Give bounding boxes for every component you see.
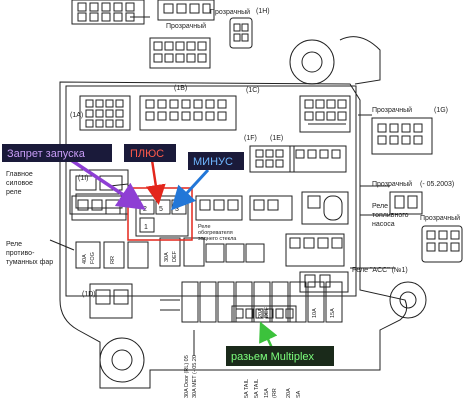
relay-fog <box>89 283 133 319</box>
label-rele-heat-2: обогревателя <box>198 230 233 236</box>
connector-1g <box>299 95 351 133</box>
label-rele-heat-1: Реле <box>198 224 211 230</box>
connector-1a <box>79 95 131 131</box>
fuse-rr: RR <box>110 256 116 264</box>
relay-fuel-pump <box>301 191 349 225</box>
label-glavnoe-3: реле <box>6 189 22 196</box>
fuse-def: DEF <box>172 250 178 262</box>
mounting-hole-top <box>289 39 335 85</box>
arrow-zapret <box>67 156 146 210</box>
fuse-20a: 20A <box>258 308 264 318</box>
fuse-box-outline <box>59 81 408 389</box>
label-code-1a: (1A) <box>70 112 83 119</box>
label-code-1h: (1H) <box>256 8 270 15</box>
connector-1g-external <box>371 117 433 155</box>
label-rele-fuel-2: топливного <box>372 212 409 219</box>
label-code-1e: (1E) <box>270 135 283 142</box>
connector-1j-external <box>421 225 463 263</box>
tag-minus-text: МИНУС <box>193 156 233 168</box>
label-rele-fog-3: туманных фар <box>6 259 53 266</box>
fuse-block-mid <box>159 237 265 267</box>
label-date-1h: (- 05.2003) <box>420 181 454 188</box>
fuse-40a: 40A <box>82 254 88 264</box>
fuse-15a: 15A <box>330 308 336 318</box>
connector-1h-top <box>229 17 253 49</box>
label-glavnoe-2: силовое <box>6 180 33 187</box>
relay-mid-2 <box>249 195 293 221</box>
tag-zapret: Запрет запуска <box>2 144 112 162</box>
tag-zapret-text: Запрет запуска <box>7 148 86 160</box>
label-rele-fuel-3: насоса <box>372 221 395 228</box>
label-code-1f: (1F) <box>244 135 257 142</box>
arrow-multiplex <box>259 321 278 349</box>
pin-3: 3 <box>175 206 179 213</box>
bottom-label-8: SA <box>296 390 302 398</box>
tag-multiplex-text: разьем Multiplex <box>231 351 315 363</box>
fuse-fog: FOG <box>90 252 96 264</box>
relay-mid-1 <box>195 195 243 221</box>
label-code-1g: (1G) <box>434 107 448 114</box>
bottom-label-2: 30A MET (- 05.20 <box>192 355 198 398</box>
fuse-30a: 30A <box>164 252 170 262</box>
connector-1h-external <box>389 191 423 215</box>
fuse-block-left <box>75 241 149 269</box>
bottom-label-5: 15A <box>264 388 270 398</box>
mounting-hole-bottom-left <box>99 337 145 383</box>
bottom-label-7: 20A <box>286 388 292 398</box>
tag-plus-text: ПЛЮС <box>130 148 164 160</box>
fuse-def2: DEF <box>264 306 270 318</box>
label-code-1c: (1C) <box>246 87 260 94</box>
arrow-minus <box>170 168 210 211</box>
connector-1b <box>149 37 211 69</box>
pin-5: 5 <box>159 206 163 213</box>
pin-1: 1 <box>144 224 148 231</box>
mounting-hole-right <box>389 281 427 319</box>
label-code-1i: (1I) <box>78 175 89 182</box>
tag-plus: ПЛЮС <box>124 144 176 162</box>
bottom-label-6: (RR <box>272 388 278 398</box>
label-proz-1g: Прозрачный <box>372 106 412 114</box>
label-code-1d: (1D) <box>82 291 96 298</box>
label-rele-fog-1: Реле <box>6 241 22 248</box>
top-connector-left <box>71 0 145 25</box>
fuse-10a: 10A <box>312 308 318 318</box>
pin-2: 2 <box>143 206 147 213</box>
fuse-block-right <box>285 233 345 267</box>
top-connector-middle <box>157 0 215 21</box>
tag-minus: МИНУС <box>188 152 244 170</box>
connector-right-internal <box>289 145 347 173</box>
label-proz-1h: Прозрачный <box>372 180 412 188</box>
mounting-ear-right <box>339 36 381 85</box>
arrow-plus <box>145 159 166 205</box>
connector-1f <box>249 145 295 173</box>
label-rele-fog-2: противо- <box>6 250 35 257</box>
label-rele-heat-3: заднего стекла <box>198 236 237 242</box>
label-proz-1j: Прозрачный <box>420 214 460 222</box>
label-proz-top-right: Прозрачный <box>210 8 250 16</box>
bottom-label-3: 5A TAIL <box>244 379 250 398</box>
label-proz-top-left: Прозрачный <box>166 22 206 30</box>
label-code-1b: (1B) <box>174 85 187 92</box>
label-rele-acc: Реле "ACC" (№1) <box>352 267 408 274</box>
tag-multiplex: разьем Multiplex <box>226 346 334 366</box>
bottom-label-1: 30A Door (RL) 05 <box>184 355 190 398</box>
bottom-label-4: 5A TAIL <box>254 379 260 398</box>
label-rele-fuel-1: Реле <box>372 203 388 210</box>
connector-center-top <box>139 95 237 131</box>
label-glavnoe-1: Главное <box>6 171 33 178</box>
